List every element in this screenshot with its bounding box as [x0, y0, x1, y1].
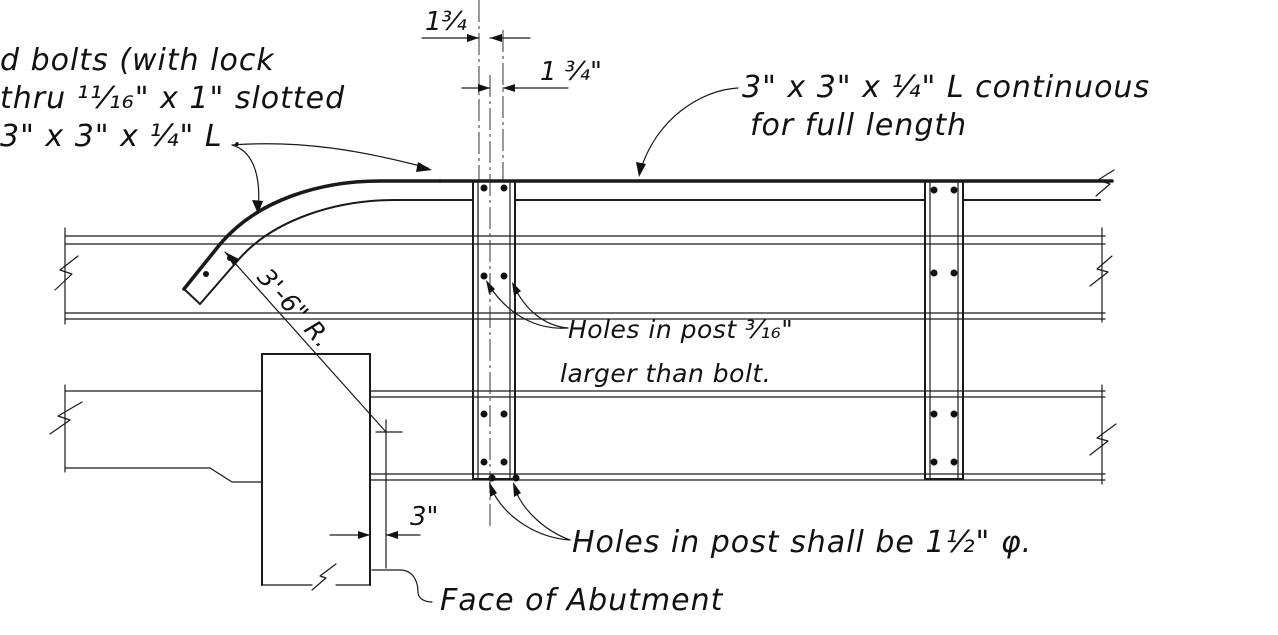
- lower-rail: [64, 390, 1106, 483]
- angle-note-line-2: for full length: [750, 108, 967, 143]
- text-labels: d bolts (with lock thru ¹¹⁄₁₆" x 1" slot…: [0, 7, 1150, 618]
- bolts-note-line-3: 3" x 3" x ¼" L .: [0, 119, 244, 154]
- holes-small-note-line-2: larger than bolt.: [560, 359, 771, 388]
- post-1: [472, 180, 520, 482]
- upper-rail: [64, 235, 1106, 320]
- radius-dimension: [224, 251, 403, 446]
- holes-large-note: Holes in post shall be 1½" φ.: [572, 525, 1032, 560]
- offset-dimension-label: 3": [410, 502, 439, 532]
- angle-note-line-1: 3" x 3" x ¼" L continuous: [742, 70, 1150, 105]
- post-2: [924, 180, 964, 480]
- bolts-note-line-1: d bolts (with lock: [0, 43, 275, 78]
- break-symbols: [49, 169, 1117, 485]
- top-right-dimension-label: 1 ¾": [540, 57, 602, 87]
- top-right-dimension: [461, 84, 569, 92]
- bolts-note-line-2: thru ¹¹⁄₁₆" x 1" slotted: [0, 81, 345, 116]
- bolt-dot: [203, 271, 209, 277]
- abutment: [261, 353, 371, 591]
- post-centerlines: [478, 0, 504, 530]
- continuous-angle: [419, 179, 1114, 201]
- face-of-abutment-label: Face of Abutment: [440, 583, 724, 618]
- top-left-dimension: [421, 34, 531, 42]
- leader-lines: [231, 87, 739, 603]
- curved-angle-end: [182, 179, 442, 305]
- offset-dimension: [329, 444, 421, 569]
- top-left-dimension-label: 1¾: [425, 7, 467, 37]
- radius-label: 3'-6" R.: [252, 263, 338, 354]
- holes-small-note-line-1: Holes in post ³⁄₁₆": [568, 315, 793, 344]
